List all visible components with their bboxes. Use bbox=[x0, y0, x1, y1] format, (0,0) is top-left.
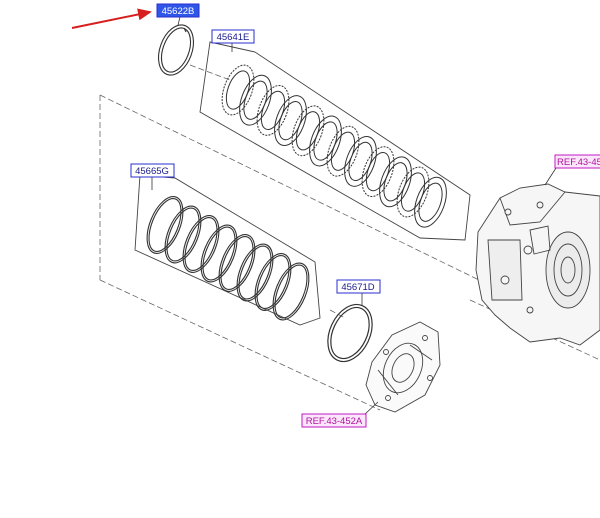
transmission-case bbox=[475, 183, 600, 346]
clutch-disc-pack-45641e bbox=[199, 41, 471, 241]
ring-pack-45665g bbox=[134, 174, 321, 326]
clutch-disc bbox=[221, 64, 255, 116]
callout-label-45671d: 45671D bbox=[341, 282, 374, 293]
ring bbox=[200, 224, 238, 283]
clutch-disc-inner bbox=[418, 182, 443, 222]
ring bbox=[164, 205, 202, 264]
ring bbox=[272, 262, 310, 321]
ring-inner bbox=[166, 207, 200, 262]
callout-label-ref-main-case: REF.43-45 bbox=[557, 157, 600, 168]
ring-inner bbox=[148, 198, 182, 252]
ring-inner bbox=[202, 226, 236, 281]
ring-inner bbox=[274, 264, 308, 319]
callout-45622b[interactable]: 45622B bbox=[156, 3, 200, 18]
ring bbox=[146, 196, 184, 254]
callout-ref-main-case[interactable]: REF.43-45 bbox=[554, 154, 600, 169]
clutch-disc bbox=[239, 74, 272, 126]
clutch-disc bbox=[361, 146, 395, 197]
snap-ring-45622b bbox=[157, 24, 195, 76]
ring-inner bbox=[256, 255, 290, 309]
ring bbox=[236, 243, 274, 302]
leader-ref-cover bbox=[364, 401, 379, 415]
callout-45641e[interactable]: 45641E bbox=[211, 29, 255, 44]
pointer-arrow bbox=[71, 8, 152, 29]
clutch-disc bbox=[291, 105, 325, 157]
ring-45671d bbox=[327, 303, 373, 363]
clutch-disc bbox=[344, 136, 377, 187]
clutch-disc bbox=[326, 125, 360, 177]
leader-ref-main-case bbox=[544, 167, 557, 186]
ring bbox=[218, 234, 256, 292]
clutch-disc bbox=[256, 85, 290, 136]
clutch-disc bbox=[379, 156, 412, 208]
callout-label-ref-cover: REF.43-452A bbox=[306, 416, 363, 427]
ring-inner bbox=[220, 236, 254, 290]
cover-housing bbox=[365, 321, 441, 413]
ring bbox=[182, 215, 220, 273]
callout-label-45622b: 45622B bbox=[162, 6, 195, 17]
clutch-disc bbox=[414, 176, 447, 228]
ring-inner bbox=[238, 245, 272, 300]
clutch-disc bbox=[396, 166, 430, 218]
clutch-disc bbox=[309, 115, 342, 167]
callout-label-45665g: 45665G bbox=[135, 166, 169, 177]
callout-45665g[interactable]: 45665G bbox=[130, 163, 175, 178]
clutch-disc bbox=[274, 95, 307, 146]
callout-ref-cover[interactable]: REF.43-452A bbox=[301, 413, 367, 428]
callout-label-45641e: 45641E bbox=[217, 32, 250, 43]
leader-45622b bbox=[177, 16, 181, 26]
ring-inner bbox=[184, 217, 218, 271]
callout-45671d[interactable]: 45671D bbox=[336, 279, 381, 294]
ring bbox=[254, 253, 292, 311]
